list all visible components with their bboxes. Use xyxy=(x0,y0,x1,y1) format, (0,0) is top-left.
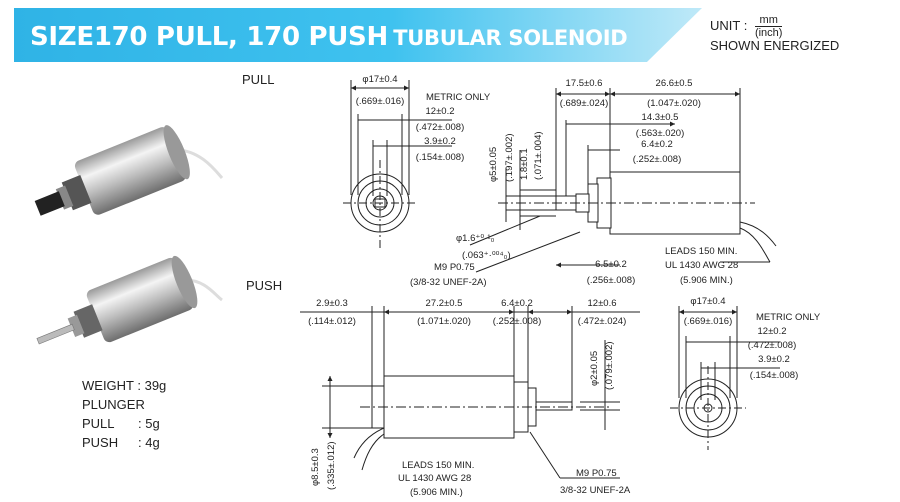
push-end-d2-inch: (.154±.008) xyxy=(750,370,799,381)
pull-side-thread-inch: (3/8-32 UNEF-2A) xyxy=(410,277,487,288)
pull-end-dia-inch: (.669±.016) xyxy=(356,96,405,107)
pull-end-d1: 12±0.2 xyxy=(426,106,455,117)
push-side-h-inch: (.335±.012) xyxy=(326,441,337,490)
pull-side-thread: M9 P0.75 xyxy=(434,262,475,273)
push-end-d1-inch: (.472±.008) xyxy=(748,340,797,351)
push-side-d-inch: (.472±.024) xyxy=(578,316,627,327)
unit-fraction: mm (inch) xyxy=(754,14,783,39)
pull-side-leads-inch: (5.906 MIN.) xyxy=(680,275,733,286)
push-end-metric-note: METRIC ONLY xyxy=(756,312,821,323)
push-side-c: 6.4±0.2 xyxy=(501,298,533,309)
pull-side-a: 17.5±0.6 xyxy=(566,78,603,89)
pull-side-b-inch: (1.047±.020) xyxy=(647,98,701,109)
push-side-leads: LEADS 150 MIN. xyxy=(402,460,474,471)
title-banner xyxy=(14,8,702,62)
title-main: SIZE170 PULL, 170 PUSH xyxy=(30,22,388,52)
pull-side-b: 26.6±0.5 xyxy=(656,78,693,89)
title-sub: TUBULAR SOLENOID xyxy=(393,26,628,50)
push-solenoid-photo xyxy=(36,255,223,345)
push-side-b-inch: (1.071±.020) xyxy=(417,316,471,327)
push-side-d: 12±0.6 xyxy=(588,298,617,309)
pull-side-e: 6.5±0.2 xyxy=(595,259,627,270)
push-side-thread: M9 P0.75 xyxy=(576,468,617,479)
push-end-d2: 3.9±0.2 xyxy=(758,354,790,365)
pull-side-view xyxy=(469,88,777,273)
pull-end-d1-inch: (.472±.008) xyxy=(416,122,465,133)
pull-side-v2-inch: (.071±.004) xyxy=(533,131,544,180)
pull-side-v2: 1.8±0.1 xyxy=(519,148,530,180)
page-title: SIZE170 PULL, 170 PUSH TUBULAR SOLENOID xyxy=(30,22,628,52)
pull-side-bore-inch: (.063⁺·⁰⁰⁴₀) xyxy=(462,250,511,261)
push-side-leads-spec: UL 1430 AWG 28 xyxy=(398,473,471,484)
pull-section-label: PULL xyxy=(242,72,275,87)
push-end-d1: 12±0.2 xyxy=(758,326,787,337)
push-side-a: 2.9±0.3 xyxy=(316,298,348,309)
pull-side-v1-inch: (.197±.002) xyxy=(504,133,515,182)
weight-line: WEIGHT : 39g xyxy=(82,378,167,393)
pull-side-v1: φ5±0.05 xyxy=(488,147,499,182)
weight-specs: WEIGHT : 39g PLUNGER PULL : 5g PUSH : 4g xyxy=(82,376,166,452)
push-side-view xyxy=(300,306,640,479)
pull-side-c: 14.3±0.5 xyxy=(642,112,679,123)
pull-end-d2-inch: (.154±.008) xyxy=(416,152,465,163)
pull-end-dia: φ17±0.4 xyxy=(362,74,397,85)
pull-end-metric-note: METRIC ONLY xyxy=(426,92,491,103)
push-side-thread-inch: 3/8-32 UNEF-2A xyxy=(560,485,631,496)
unit-numerator: mm xyxy=(754,14,783,27)
push-side-leads-inch: (5.906 MIN.) xyxy=(410,487,463,498)
pull-side-c-inch: (.563±.020) xyxy=(636,128,685,139)
push-end-dims: φ17±0.4 (.669±.016) METRIC ONLY 12±0.2 (… xyxy=(684,296,821,381)
push-end-dia: φ17±0.4 xyxy=(690,296,725,307)
unit-denominator: (inch) xyxy=(754,27,783,39)
pull-end-view xyxy=(343,80,452,250)
plunger-push-line: PUSH : 4g xyxy=(82,433,166,452)
push-side-v1: φ2±0.05 xyxy=(589,351,600,386)
unit-label: UNIT : mm (inch) xyxy=(710,14,783,39)
pull-end-dims: φ17±0.4 (.669±.016) METRIC ONLY 12±0.2 (… xyxy=(356,74,491,163)
plunger-pull-line: PULL : 5g xyxy=(82,414,166,433)
plunger-heading: PLUNGER xyxy=(82,397,145,412)
plunger-pull-label: PULL xyxy=(82,416,115,431)
push-section-label: PUSH xyxy=(246,278,283,293)
pull-side-leads-spec: UL 1430 AWG 28 xyxy=(665,260,738,271)
pull-side-bore: φ1.6⁺⁰·¹₀ xyxy=(456,233,495,244)
unit-text: UNIT : xyxy=(710,17,748,33)
push-end-dia-inch: (.669±.016) xyxy=(684,316,733,327)
pull-side-d: 6.4±0.2 xyxy=(641,139,673,150)
push-side-c-inch: (.252±.008) xyxy=(493,316,542,327)
pull-side-e-inch: (.256±.008) xyxy=(587,275,636,286)
shown-energized-note: SHOWN ENERGIZED xyxy=(710,38,840,53)
pull-side-dims: 17.5±0.6 (.689±.024) 26.6±0.5 (1.047±.02… xyxy=(410,78,738,288)
pull-solenoid-photo xyxy=(34,125,224,216)
push-side-a-inch: (.114±.012) xyxy=(308,316,356,327)
push-side-h: φ8.5±0.3 xyxy=(310,448,321,486)
push-side-v1-inch: (.079±.002) xyxy=(604,341,615,390)
pull-side-a-inch: (.689±.024) xyxy=(560,98,609,109)
push-side-b: 27.2±0.5 xyxy=(426,298,463,309)
push-end-view xyxy=(670,306,780,450)
plunger-push-label: PUSH xyxy=(82,435,119,450)
pull-end-d2: 3.9±0.2 xyxy=(424,136,456,147)
push-side-dims: 2.9±0.3 (.114±.012) 27.2±0.5 (1.071±.020… xyxy=(308,298,631,498)
plunger-pull-value: : 5g xyxy=(138,416,160,431)
pull-side-leads: LEADS 150 MIN. xyxy=(665,246,737,257)
plunger-push-value: : 4g xyxy=(138,435,160,450)
pull-side-d-inch: (.252±.008) xyxy=(633,154,682,165)
